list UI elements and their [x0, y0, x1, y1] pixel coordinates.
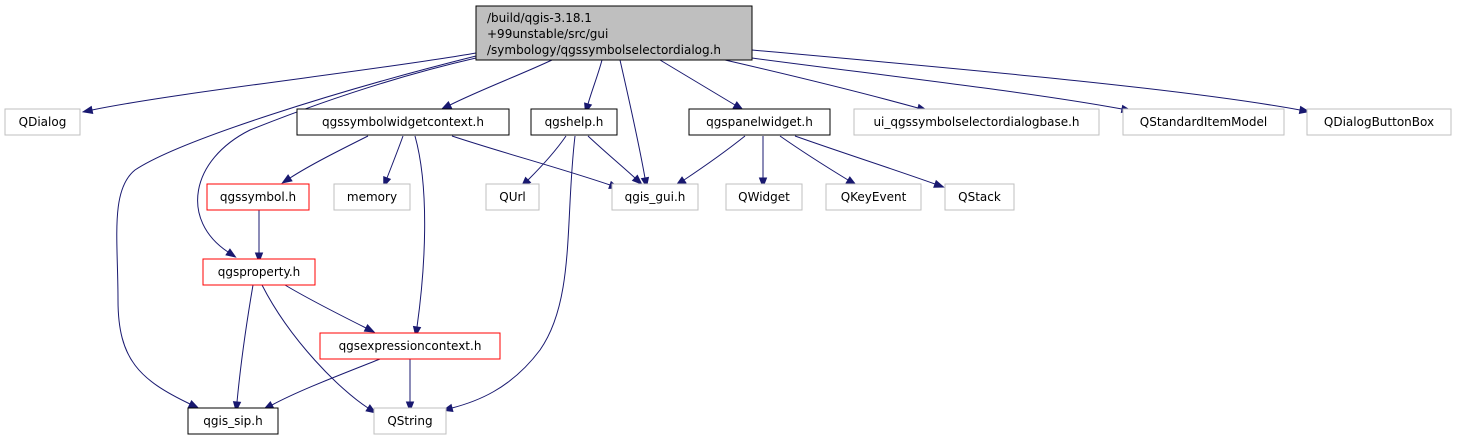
node-box [825, 183, 922, 211]
node-box [1306, 108, 1452, 136]
root-line-2: +99unstable/src/gui [487, 27, 608, 41]
edge-root-to-qdialog [81, 52, 477, 115]
node-label: memory [347, 190, 397, 204]
node-ui-base[interactable]: ui_qgssymbolselectordialogbase.h [853, 108, 1100, 136]
root-node-box [475, 5, 753, 61]
node-box [688, 108, 831, 136]
node-qstring[interactable]: QString [373, 407, 447, 435]
node-qwidget[interactable]: QWidget [725, 183, 803, 211]
edge-qgspanelwidget-to-qwidget [758, 136, 768, 189]
root-line-1: /build/qgis-3.18.1 [487, 11, 592, 25]
node-box [611, 183, 699, 211]
node-box [853, 108, 1100, 136]
node-box [202, 258, 316, 286]
node-qgspanelwidget[interactable]: qgspanelwidget.h [688, 108, 831, 136]
node-label: ui_qgssymbolselectordialogbase.h [873, 115, 1079, 129]
node-label: QDialogButtonBox [1324, 115, 1434, 129]
node-box [1122, 108, 1285, 136]
node-qgshelp[interactable]: qgshelp.h [530, 108, 618, 136]
node-box [4, 108, 81, 136]
edges-layer [81, 49, 1311, 414]
node-label: QString [387, 414, 432, 428]
node-box [725, 183, 803, 211]
edge-qgsproperty-to-qstring [261, 284, 377, 414]
node-label: qgsproperty.h [218, 265, 301, 279]
node-label: QStack [958, 190, 1001, 204]
node-box [530, 108, 618, 136]
edge-root-to-qgshelp [584, 59, 603, 114]
node-label: QDialog [19, 115, 67, 129]
edge-qgssymbolwidgetcontext-to-memory [383, 135, 404, 188]
node-box [333, 183, 411, 211]
edge-qgshelp-to-qurl [520, 135, 567, 188]
nodes-layer: /build/qgis-3.18.1 +99unstable/src/gui /… [4, 5, 1452, 435]
node-qstandarditemmodel[interactable]: QStandardItemModel [1122, 108, 1285, 136]
edge-qgsexpressioncontext-to-qgis-sip [262, 358, 381, 410]
node-qdialogbuttonbox[interactable]: QDialogButtonBox [1306, 108, 1452, 136]
edge-qgssymbolwidgetcontext-to-qgssymbol [281, 135, 369, 184]
edge-qgspanelwidget-to-qstack [794, 135, 945, 188]
node-label: qgshelp.h [545, 115, 604, 129]
node-box [319, 332, 501, 360]
node-memory[interactable]: memory [333, 183, 411, 211]
node-label: qgsexpressioncontext.h [339, 339, 482, 353]
node-qgssymbol[interactable]: qgssymbol.h [206, 183, 310, 211]
node-box [373, 407, 447, 435]
node-label: qgspanelwidget.h [706, 115, 813, 129]
node-box [296, 108, 510, 136]
edge-root-to-qdialogbuttonbox [751, 49, 1311, 115]
node-label: qgis_sip.h [203, 414, 262, 428]
node-qkeyevent[interactable]: QKeyEvent [825, 183, 922, 211]
node-box [206, 183, 310, 211]
edge-qgspanelwidget-to-qgis-gui [675, 135, 746, 186]
edge-qgsproperty-to-qgis-sip [232, 284, 254, 413]
node-label: qgssymbolwidgetcontext.h [322, 115, 484, 129]
edge-root-to-qgspanelwidget [659, 59, 744, 111]
edge-root-to-qstandarditemmodel [751, 57, 1133, 114]
edge-qgsproperty-to-qgsexpressioncontext [284, 284, 376, 333]
node-qgssymbolwidgetcontext[interactable]: qgssymbolwidgetcontext.h [296, 108, 510, 136]
node-label: qgis_gui.h [625, 190, 686, 204]
edge-root-to-qgsproperty [197, 57, 477, 258]
node-label: QStandardItemModel [1140, 115, 1267, 129]
node-qgsexpressioncontext[interactable]: qgsexpressioncontext.h [319, 332, 501, 360]
edge-qgspanelwidget-to-qkeyevent [779, 135, 857, 186]
node-label: QWidget [738, 190, 790, 204]
node-qstack[interactable]: QStack [944, 183, 1015, 211]
edge-qgsexpressioncontext-to-qstring [405, 359, 415, 413]
node-label: QUrl [499, 190, 526, 204]
node-qgis-gui[interactable]: qgis_gui.h [611, 183, 699, 211]
node-label: qgssymbol.h [220, 190, 296, 204]
node-box [485, 183, 540, 211]
node-box [944, 183, 1015, 211]
edge-qgssymbolwidgetcontext-to-qgis-gui [451, 135, 620, 189]
edge-root-to-qgssymbolwidgetcontext [440, 59, 553, 110]
node-box [187, 407, 279, 435]
edge-qgssymbolwidgetcontext-to-qgsexpressioncontext [412, 135, 426, 338]
root-line-3: /symbology/qgssymbolselectordialog.h [487, 43, 721, 57]
edge-qgssymbol-to-qgsproperty [254, 210, 264, 264]
edge-qgshelp-to-qstring [441, 135, 576, 412]
node-qgis-sip[interactable]: qgis_sip.h [187, 407, 279, 435]
node-qdialog[interactable]: QDialog [4, 108, 81, 136]
edge-qgshelp-to-qgis-gui [587, 135, 643, 186]
node-qurl[interactable]: QUrl [485, 183, 540, 211]
node-label: QKeyEvent [841, 190, 907, 204]
node-root: /build/qgis-3.18.1 +99unstable/src/gui /… [475, 5, 753, 61]
node-qgsproperty[interactable]: qgsproperty.h [202, 258, 316, 286]
